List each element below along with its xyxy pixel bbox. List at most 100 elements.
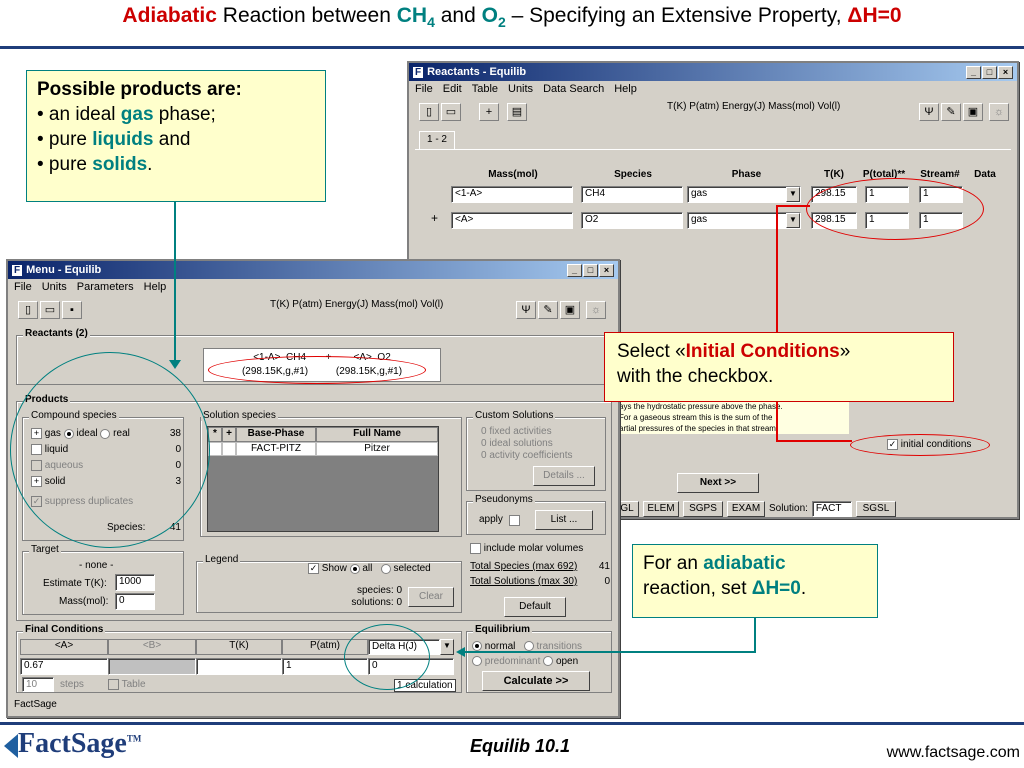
minimize-button[interactable]: _ xyxy=(567,263,582,277)
molar-checkbox[interactable] xyxy=(470,543,481,554)
show-label: Show xyxy=(321,563,347,575)
close-button[interactable]: × xyxy=(599,263,614,277)
open-radio[interactable] xyxy=(543,656,554,667)
connector-line xyxy=(776,440,852,442)
sol-col-full-name: Full Name xyxy=(316,427,438,442)
light-icon[interactable]: ☼ xyxy=(586,301,606,319)
new-file-icon[interactable]: ▯ xyxy=(419,103,439,121)
details-button[interactable]: Details ... xyxy=(533,466,595,486)
sol-cell: Pitzer xyxy=(316,442,438,456)
factsage-app-icon: F xyxy=(12,264,23,276)
solution-table[interactable]: * + Base-Phase Full Name FACT-PITZ Pitze… xyxy=(207,426,439,532)
total-species-label: Total Species (max 692) xyxy=(470,561,578,572)
open-folder-icon[interactable]: ▭ xyxy=(40,301,60,319)
factsage-app-icon: F xyxy=(413,66,424,78)
phase-select-2[interactable]: gas xyxy=(687,212,801,229)
table-row[interactable]: FACT-PITZ Pitzer xyxy=(208,442,438,456)
target-label: Target xyxy=(29,544,61,555)
fork-icon[interactable]: Ψ xyxy=(516,301,536,319)
phase-select-1[interactable]: gas xyxy=(687,186,801,203)
menu-help[interactable]: Help xyxy=(143,281,167,293)
menu-help[interactable]: Help xyxy=(614,83,637,95)
solution-field-fact[interactable]: FACT xyxy=(811,501,852,517)
menu-edit[interactable]: Edit xyxy=(442,83,462,95)
highlight-circle xyxy=(10,352,210,548)
molar-volumes-row[interactable]: include molar volumes xyxy=(470,543,583,554)
pseudonyms-label: Pseudonyms xyxy=(473,494,535,505)
equilibrium-options-2: predominant open xyxy=(472,656,612,667)
menu-table[interactable]: Table xyxy=(471,83,498,95)
menu-file[interactable]: File xyxy=(14,281,32,293)
show-checkbox[interactable]: ✓ xyxy=(308,563,319,574)
menu-units[interactable]: Units xyxy=(508,83,534,95)
callout-line: For an adiabatic xyxy=(643,553,786,574)
chevron-down-icon[interactable]: ▼ xyxy=(786,187,800,202)
default-button[interactable]: Default xyxy=(504,597,566,617)
footer-url[interactable]: www.factsage.com xyxy=(886,744,1020,761)
next-button[interactable]: Next >> xyxy=(677,473,759,493)
fork-icon[interactable]: Ψ xyxy=(919,103,939,121)
all-radio[interactable] xyxy=(349,563,360,574)
menu-data-search[interactable]: Data Search xyxy=(543,83,605,95)
species-field-1[interactable]: CH4 xyxy=(581,186,683,203)
chevron-down-icon[interactable]: ▼ xyxy=(440,639,454,655)
add-icon[interactable]: + xyxy=(479,103,499,121)
light-icon[interactable]: ☼ xyxy=(989,103,1009,121)
sol-col-star: * xyxy=(208,427,222,442)
menu-menubar: File Units Parameters Help xyxy=(8,279,618,295)
show-row[interactable]: ✓ Show all selected xyxy=(308,563,431,574)
equilibrium-options-1: normal transitions xyxy=(472,641,612,652)
mass-field[interactable]: 0 xyxy=(115,593,155,610)
close-button[interactable]: × xyxy=(998,65,1013,79)
tab-divider xyxy=(415,149,1011,150)
help-icon[interactable]: ▣ xyxy=(560,301,580,319)
maximize-button[interactable]: □ xyxy=(982,65,997,79)
final-col-a: <A> xyxy=(20,639,108,655)
menu-units[interactable]: Units xyxy=(41,281,67,293)
mass-field-1[interactable]: <1-A> xyxy=(451,186,573,203)
molar-label: include molar volumes xyxy=(483,543,584,555)
minimize-button[interactable]: _ xyxy=(966,65,981,79)
transitions-radio[interactable] xyxy=(523,641,534,652)
mass-field-2[interactable]: <A> xyxy=(451,212,573,229)
open-folder-icon[interactable]: ▭ xyxy=(441,103,461,121)
callout-line: • pure solids. xyxy=(37,154,153,175)
highlight-circle xyxy=(208,356,426,384)
calculate-button[interactable]: Calculate >> xyxy=(482,671,590,691)
final-a-field[interactable]: 0.67 xyxy=(20,658,108,675)
estimate-field[interactable]: 1000 xyxy=(115,574,155,591)
chevron-down-icon[interactable]: ▼ xyxy=(786,213,800,228)
exam-button[interactable]: EXAM xyxy=(727,501,765,517)
tooltip-line: artial pressures of the species in that … xyxy=(619,424,779,433)
gl-button[interactable]: GL xyxy=(615,501,639,517)
edit-icon[interactable]: ✎ xyxy=(941,103,961,121)
pseudonyms-group: Pseudonyms apply List ... xyxy=(466,494,606,535)
total-solutions-label: Total Solutions (max 30) xyxy=(470,576,578,587)
connector-line xyxy=(754,618,756,652)
sgsl-button[interactable]: SGSL xyxy=(855,501,896,517)
selected-radio[interactable] xyxy=(380,563,391,574)
products-callout: Possible products are: • an ideal gas ph… xyxy=(26,70,326,202)
table-icon[interactable]: ▤ xyxy=(507,103,527,121)
help-icon[interactable]: ▣ xyxy=(963,103,983,121)
clear-button[interactable]: Clear xyxy=(408,587,454,607)
highlight-circle xyxy=(344,624,430,690)
species-field-2[interactable]: O2 xyxy=(581,212,683,229)
sgps-button[interactable]: SGPS xyxy=(683,501,723,517)
final-temp-field[interactable] xyxy=(196,658,282,675)
list-button[interactable]: List ... xyxy=(535,510,593,530)
edit-icon[interactable]: ✎ xyxy=(538,301,558,319)
connector-line xyxy=(174,200,176,364)
menu-parameters[interactable]: Parameters xyxy=(76,281,134,293)
apply-checkbox[interactable] xyxy=(509,515,520,526)
new-file-icon[interactable]: ▯ xyxy=(18,301,38,319)
menu-file[interactable]: File xyxy=(415,83,433,95)
predominant-radio[interactable] xyxy=(472,656,482,667)
tab-1-2[interactable]: 1 - 2 xyxy=(419,131,455,149)
logo-text: FactSage xyxy=(18,728,127,759)
elem-button[interactable]: ELEM xyxy=(643,501,679,517)
save-icon[interactable]: ▪ xyxy=(62,301,82,319)
maximize-button[interactable]: □ xyxy=(583,263,598,277)
legend-species-count: 0 xyxy=(396,585,402,596)
normal-radio[interactable] xyxy=(472,641,482,652)
